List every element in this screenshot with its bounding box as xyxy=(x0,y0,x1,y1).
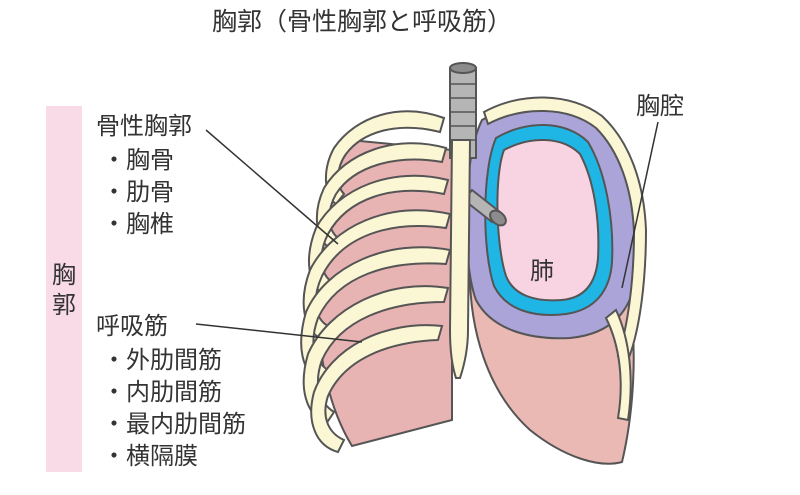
bullet: ・ xyxy=(102,410,126,438)
bony-thorax-list: ・胸骨 ・肋骨 ・胸椎 xyxy=(102,144,174,240)
left-rib-bones xyxy=(300,110,452,454)
bullet: ・ xyxy=(102,378,126,406)
list-item: ・内肋間筋 xyxy=(102,376,246,408)
respiratory-muscles-heading: 呼吸筋 xyxy=(96,312,168,340)
list-item: ・横隔膜 xyxy=(102,440,246,472)
bronchus-end xyxy=(489,209,507,227)
list-item: ・最内肋間筋 xyxy=(102,408,246,440)
left-lung-group xyxy=(465,101,638,465)
right-rib-bones xyxy=(482,96,648,422)
leader-lines xyxy=(195,121,659,343)
trachea-top xyxy=(449,62,477,74)
sternum xyxy=(448,139,472,379)
list-item: ・肋骨 xyxy=(102,176,174,208)
bullet: ・ xyxy=(102,146,126,174)
respiratory-muscles-list: ・外肋間筋 ・内肋間筋 ・最内肋間筋 ・横隔膜 xyxy=(102,344,246,472)
lung-label: 肺 xyxy=(530,257,554,285)
diagram-title: 胸郭（骨性胸郭と呼吸筋） xyxy=(212,7,513,36)
bony-thorax-heading: 骨性胸郭 xyxy=(96,112,192,140)
item-label: 外肋間筋 xyxy=(126,346,222,374)
rib-bone xyxy=(310,324,444,454)
bullet: ・ xyxy=(102,178,126,206)
bullet: ・ xyxy=(102,346,126,374)
list-item: ・胸椎 xyxy=(102,208,174,240)
side-label-char: 郭 xyxy=(52,291,76,319)
list-item: ・外肋間筋 xyxy=(102,344,246,376)
side-bracket xyxy=(46,106,82,472)
bullet: ・ xyxy=(102,442,126,470)
lung-shape xyxy=(496,139,600,302)
list-item: ・胸骨 xyxy=(102,144,174,176)
chest-cavity-leader xyxy=(621,121,659,289)
rib-bone xyxy=(604,308,632,422)
item-label: 横隔膜 xyxy=(126,442,198,470)
side-label-thorax: 胸 郭 xyxy=(50,260,78,320)
bony-thorax-leader xyxy=(205,129,339,245)
side-label-char: 胸 xyxy=(52,261,76,289)
item-label: 胸骨 xyxy=(126,146,174,174)
item-label: 胸椎 xyxy=(126,210,174,238)
item-label: 内肋間筋 xyxy=(126,378,222,406)
respiratory-muscles-leader xyxy=(195,323,363,343)
trachea xyxy=(449,62,507,227)
item-label: 肋骨 xyxy=(126,178,174,206)
bullet: ・ xyxy=(102,210,126,238)
chest-cavity-label: 胸腔 xyxy=(636,92,684,120)
item-label: 最内肋間筋 xyxy=(126,410,246,438)
